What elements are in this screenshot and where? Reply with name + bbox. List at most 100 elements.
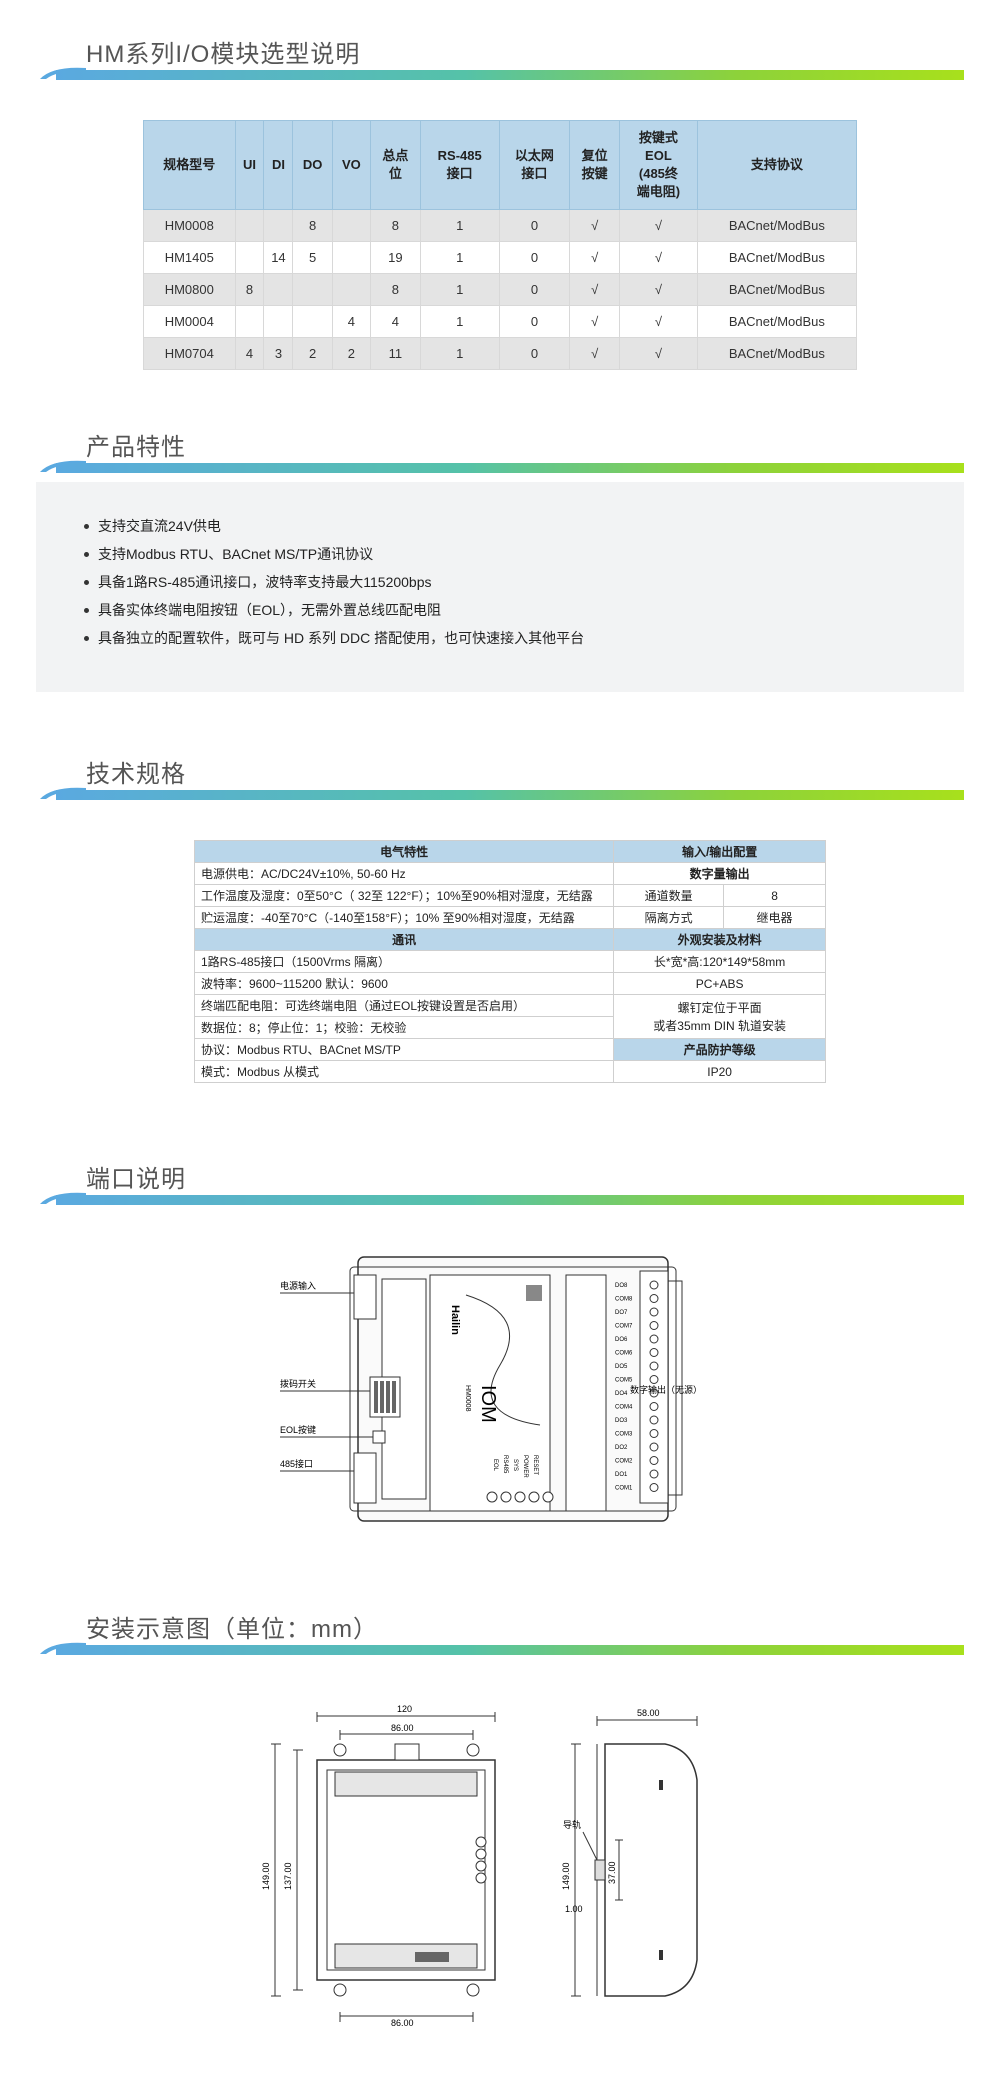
dim-line <box>596 1716 698 1726</box>
spec-power: 电源供电：AC/DC24V±10%, 50-60 Hz <box>193 862 615 885</box>
terminal-screw <box>649 1280 659 1290</box>
section-title: HM系列I/O模块选型说明 <box>86 41 361 68</box>
terminal-screw <box>649 1361 659 1371</box>
table-cell: 8 <box>234 273 265 306</box>
section-divider <box>56 70 964 80</box>
table-cell: 11 <box>369 337 421 370</box>
spec-ip: IP20 <box>613 1060 826 1083</box>
section-divider <box>56 1195 964 1205</box>
feature-item: 具备1路RS-485通讯接口，波特率支持最大115200bps <box>84 568 964 596</box>
section-header-specs: 技术规格 <box>38 750 964 800</box>
spec-table: 电气特性 输入/输出配置 电源供电：AC/DC24V±10%, 50-60 Hz… <box>193 840 826 1083</box>
dim-rail-height: 37.00 <box>607 1861 617 1884</box>
terminal-label: DO5 <box>615 1364 628 1370</box>
selection-col-header: 规格型号 <box>143 120 236 210</box>
power-in-label: 电源输入 <box>280 1280 316 1291</box>
dim-line <box>339 2012 474 2022</box>
table-cell: 8 <box>369 273 421 306</box>
table-cell: 4 <box>369 305 421 338</box>
terminal-label: COM8 <box>615 1297 633 1303</box>
terminal-screw <box>649 1456 659 1465</box>
section-header-ports: 端口说明 <box>38 1155 964 1205</box>
spec-dimensions: 长*宽*高:120*149*58mm <box>613 950 826 973</box>
table-cell: √ <box>569 337 621 370</box>
table-cell: 1 <box>419 273 500 306</box>
table-cell: √ <box>619 241 698 274</box>
selection-col-header: 支持协议 <box>696 120 858 210</box>
table-cell: 8 <box>369 209 421 242</box>
spec-header-protection: 产品防护等级 <box>613 1038 826 1061</box>
brand-label: Hailin <box>449 1305 461 1335</box>
front-view <box>316 1743 496 1997</box>
qr-code <box>526 1285 542 1301</box>
rs485-terminal <box>353 1452 377 1504</box>
table-cell: 0 <box>498 337 571 370</box>
dim-line <box>293 1749 303 1991</box>
dip-switch-label: 拨码开关 <box>280 1378 316 1389</box>
table-cell: √ <box>569 241 621 274</box>
table-cell <box>292 305 333 338</box>
dim-line <box>316 1712 496 1722</box>
terminal-screw <box>649 1429 659 1438</box>
right-panel <box>565 1274 607 1512</box>
model-big-label: IOM <box>477 1385 499 1423</box>
table-cell <box>331 273 371 306</box>
terminal-screw <box>649 1442 659 1452</box>
feature-item: 具备独立的配置软件，既可与 HD 系列 DDC 搭配使用，也可快速接入其他平台 <box>84 624 964 652</box>
selection-col-header: RS-485 接口 <box>419 120 500 210</box>
eol-button-label: EOL按键 <box>280 1424 316 1435</box>
dim-height-inner: 137.00 <box>283 1862 293 1890</box>
terminal-label: DO7 <box>615 1310 628 1316</box>
feature-item: 支持Modbus RTU、BACnet MS/TP通讯协议 <box>84 540 964 568</box>
spec-isolation-value: 继电器 <box>723 906 826 929</box>
features-panel: 支持交直流24V供电 支持Modbus RTU、BACnet MS/TP通讯协议… <box>36 482 964 692</box>
selection-col-header: DO <box>292 120 333 210</box>
table-cell <box>234 305 265 338</box>
spec-storage-temp: 贮运温度：-40至70°C（-140至158°F）；10% 至90%相对湿度，无… <box>193 906 615 929</box>
selection-col-header: VO <box>331 120 371 210</box>
terminal-label: DO2 <box>615 1445 628 1451</box>
spec-rs485: 1路RS-485接口（1500Vrms 隔离） <box>193 950 615 973</box>
table-cell: 0 <box>498 273 571 306</box>
table-cell <box>331 241 371 274</box>
table-cell: 5 <box>292 241 333 274</box>
table-cell: 0 <box>498 241 571 274</box>
terminal-screw <box>649 1294 659 1303</box>
table-cell <box>263 273 294 306</box>
selection-col-header: 以太网 接口 <box>498 120 571 210</box>
table-cell: 8 <box>292 209 333 242</box>
dim-line <box>571 1743 581 1997</box>
dim-hole-bottom: 86.00 <box>391 2018 414 2028</box>
terminal-label: COM1 <box>615 1486 633 1492</box>
terminal-screw <box>649 1307 659 1317</box>
table-cell: BACnet/ModBus <box>696 337 858 370</box>
terminal-label: COM5 <box>615 1378 633 1384</box>
section-header-features: 产品特性 <box>38 423 964 473</box>
status-leds <box>486 1491 554 1503</box>
table-cell: BACnet/ModBus <box>696 209 858 242</box>
dim-line <box>339 1730 474 1740</box>
table-cell: 3 <box>263 337 294 370</box>
table-cell <box>234 241 265 274</box>
table-cell: HM0004 <box>143 305 236 338</box>
table-cell: 1 <box>419 305 500 338</box>
selection-col-header: 总点 位 <box>369 120 421 210</box>
sys-label: SYS <box>512 1459 518 1471</box>
table-cell <box>331 209 371 242</box>
spec-isolation-label: 隔离方式 <box>613 906 725 929</box>
table-cell: √ <box>619 273 698 306</box>
table-cell: 1 <box>419 209 500 242</box>
reset-label: RESET <box>532 1455 538 1475</box>
spec-digital-output: 数字量输出 <box>613 862 826 885</box>
spec-baud: 波特率：9600~115200 默认：9600 <box>193 972 615 995</box>
panel-curve <box>465 1294 541 1426</box>
terminal-label: DO3 <box>615 1418 628 1424</box>
selection-col-header: 复位 按键 <box>569 120 621 210</box>
spec-header-appearance: 外观安装及材料 <box>613 928 826 951</box>
terminal-label: DO6 <box>615 1337 628 1343</box>
spec-mode: 模式：Modbus 从模式 <box>193 1060 615 1083</box>
leader-line <box>582 1831 598 1861</box>
